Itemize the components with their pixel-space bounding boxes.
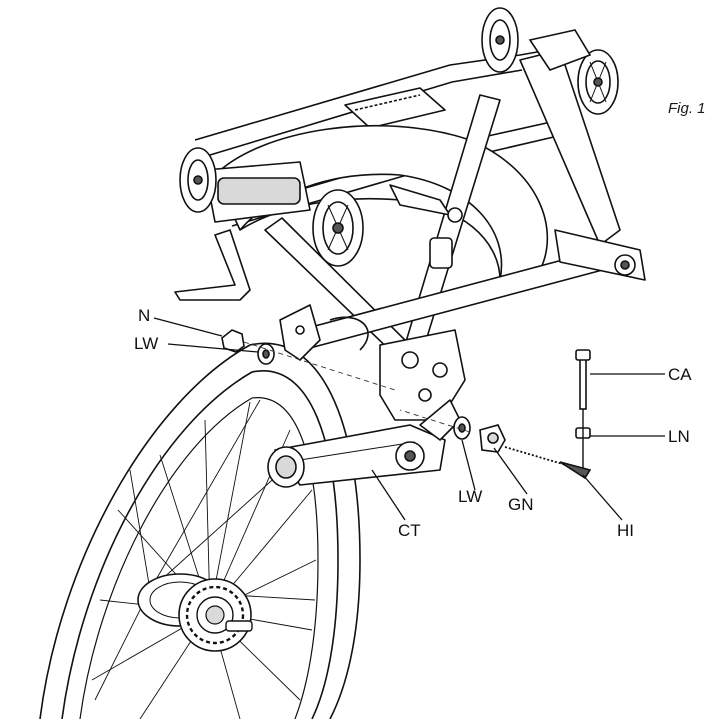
callout-ln: LN <box>668 427 690 446</box>
callout-gn: GN <box>508 495 534 514</box>
rack-plate <box>344 87 446 129</box>
callout-n: N <box>138 306 151 325</box>
nut-n <box>221 329 245 353</box>
rack-wheels <box>179 7 619 267</box>
figure-caption: Fig. 1 <box>668 100 706 117</box>
sprocket <box>178 578 252 652</box>
rack-wheel-front-left <box>179 147 217 213</box>
kickstand <box>174 229 251 301</box>
tyre-outer <box>39 342 361 719</box>
callout-hi: HI <box>617 521 634 540</box>
rack-wheel-front-right <box>312 189 364 267</box>
callout-ca: CA <box>668 365 692 384</box>
rear-wheel <box>39 342 361 719</box>
tyre-inner <box>61 370 339 719</box>
callout-lw-left: LW <box>134 334 159 353</box>
brake-caliper <box>389 184 451 216</box>
main-frame <box>174 47 646 421</box>
hub-indicator <box>504 446 584 471</box>
axle <box>225 620 253 632</box>
callout-ct: CT <box>398 521 421 540</box>
leader-lines <box>153 317 665 521</box>
chain-tensioner <box>267 399 461 488</box>
callout-lw-right: LW <box>458 487 483 506</box>
hardware <box>221 329 592 480</box>
rack-wheel-rear-right <box>577 49 619 115</box>
rim <box>79 397 319 719</box>
rack-wheel-rear-left <box>481 7 519 73</box>
top-roller-frame <box>528 29 592 71</box>
cable-adjuster <box>579 353 587 410</box>
alignment-lines <box>243 341 471 433</box>
